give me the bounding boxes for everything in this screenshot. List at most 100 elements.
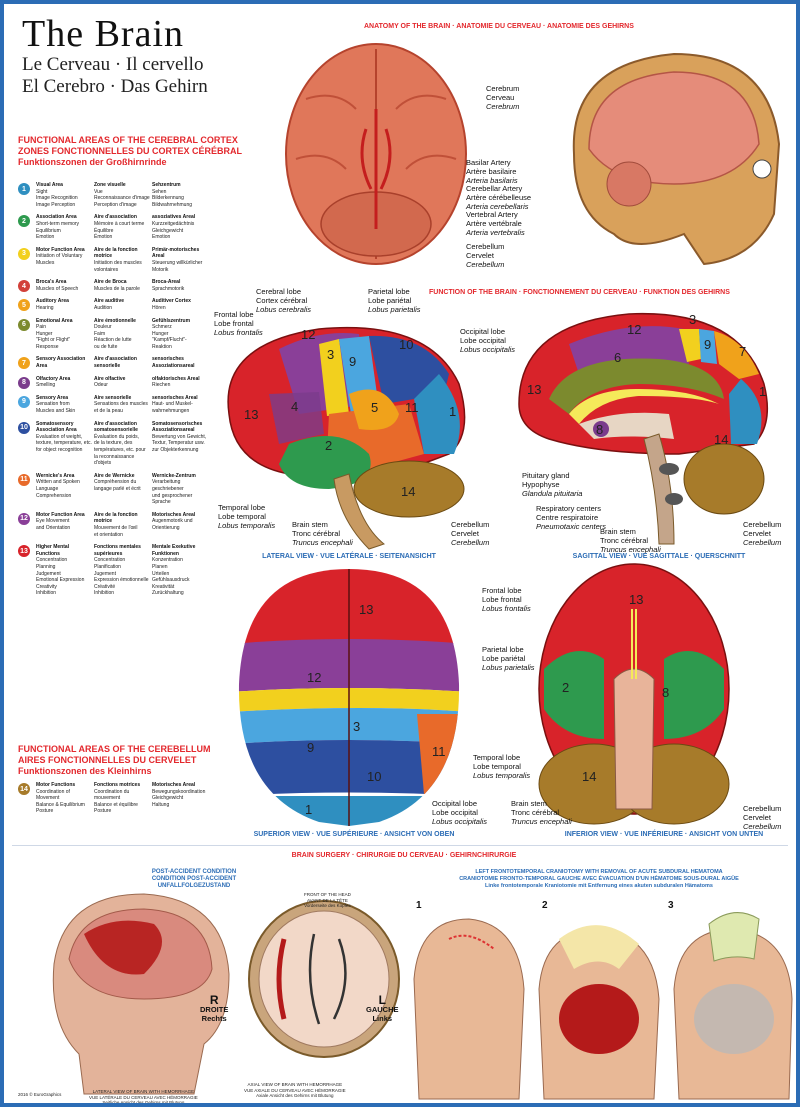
area-number-badge: 6 [18, 318, 30, 331]
caption-sagittal-view: SAGITTAL VIEW · VUE SAGITTALE · QUERSCHN… [572, 553, 746, 560]
area-number-badge: 13 [18, 545, 30, 558]
title-line-3: El Cerebro · Das Gehirn [22, 76, 208, 97]
head-lateral-hemorrhage-illustration [52, 893, 230, 1095]
title-line-2: Le Cerveau · Il cervello [22, 54, 204, 75]
title-block: The Brain Le Cerveau · Il cervello El Ce… [22, 14, 282, 98]
sagittal-num-1: 1 [759, 384, 766, 399]
lateral-num-10: 10 [399, 337, 413, 352]
sagittal-num-9: 9 [704, 337, 711, 352]
superior-view-illustration: 13 12 3 9 10 11 1 [238, 569, 460, 826]
sagittal-num-13: 13 [527, 382, 541, 397]
step-1-illustration [413, 918, 525, 1100]
area-number-badge: 4 [18, 280, 30, 293]
area-number-badge: 2 [18, 215, 30, 228]
sagittal-num-12: 12 [627, 322, 641, 337]
inferior-view-illustration: 13 2 8 14 [538, 563, 730, 825]
cortex-heading-fr: ZONES FONCTIONNELLES DU CORTEX CÉRÉBRAL [18, 146, 243, 156]
lateral-num-3: 3 [327, 347, 334, 362]
sagittal-view-illustration: 13 12 3 9 7 1 6 8 14 [518, 312, 769, 545]
step-2-illustration [538, 925, 660, 1100]
area-number-badge: 14 [18, 783, 30, 795]
cerebellum-sagittal-shape [606, 161, 652, 207]
lateral-num-2: 2 [325, 438, 332, 453]
craniotomy-title: LEFT FRONTOTEMPORAL CRANIOTOMY WITH REMO… [459, 869, 739, 889]
area-number-badge: 7 [18, 357, 30, 370]
superior-num-11: 11 [432, 744, 446, 759]
sagittal-num-6: 6 [614, 350, 621, 365]
superior-num-12: 12 [307, 670, 321, 685]
caption-superior-view: SUPERIOR VIEW · VUE SUPÉRIEURE · ANSICHT… [253, 831, 455, 838]
lateral-num-5: 5 [371, 400, 378, 415]
section-divider [12, 845, 788, 846]
craniotomy-steps-illustration [413, 912, 793, 1100]
lateral-num-11: 11 [405, 400, 419, 415]
lateral-num-13: 13 [244, 407, 258, 422]
sagittal-num-14: 14 [714, 432, 728, 447]
cortex-heading: FUNCTIONAL AREAS OF THE CEREBRAL CORTEX … [18, 135, 242, 168]
area-number-badge: 3 [18, 247, 30, 260]
sagittal-num-7: 7 [739, 344, 746, 359]
skull-sagittal-illustration [572, 52, 781, 266]
inferior-num-2: 2 [562, 680, 569, 695]
lateral-num-1: 1 [449, 404, 456, 419]
step-number-1: 1 [416, 900, 422, 911]
area-number-badge: 1 [18, 183, 30, 195]
area-number-badge: 8 [18, 376, 30, 389]
area-number-badge: 9 [18, 395, 30, 408]
area-number-badge: 11 [18, 473, 30, 486]
cerebellum-heading: FUNCTIONAL AREAS OF THE CEREBELLUM AIRES… [18, 744, 211, 777]
